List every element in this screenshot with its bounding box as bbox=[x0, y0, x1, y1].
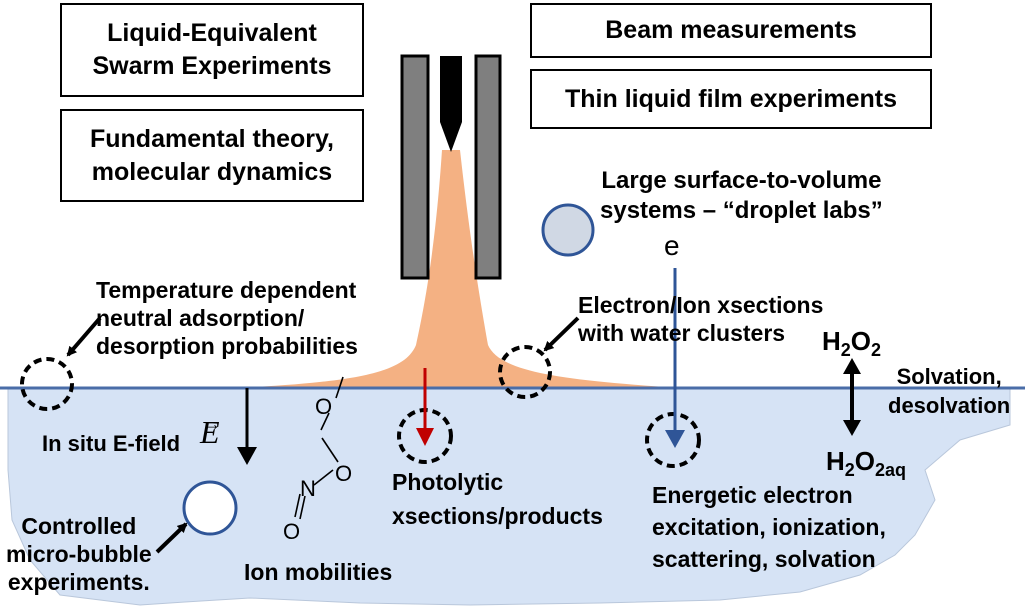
ion-mobilities-label: Ion mobilities bbox=[244, 559, 393, 585]
h2o2-gas-label: H2O2 bbox=[822, 326, 881, 361]
efield-vector-symbol: → E bbox=[200, 414, 221, 448]
photolytic-label: Photolytic xsections/products bbox=[392, 468, 603, 530]
droplet-labs-line-1: Large surface-to-volume bbox=[601, 167, 882, 194]
xsections-label: Electron/Ion xsections with water cluste… bbox=[578, 291, 823, 347]
h2o2-sub-1: 2 bbox=[840, 340, 851, 361]
efield-label: In situ E-field bbox=[42, 431, 181, 456]
dashed-circle-electron bbox=[645, 412, 701, 468]
energetic-line-1: Energetic electron bbox=[652, 482, 853, 508]
temperature-line-3: desorption probabilities bbox=[96, 333, 358, 359]
molecule-atom-o-mid: O bbox=[335, 461, 353, 486]
dashed-circle-surface bbox=[498, 345, 552, 399]
energetic-electron-label: Energetic electron excitation, ionizatio… bbox=[652, 481, 886, 573]
arrow-to-bubble bbox=[155, 522, 188, 554]
h2o2-o: O bbox=[850, 326, 872, 356]
outer-electrode-right bbox=[474, 54, 502, 280]
h2o2aq-sub-1: 2 bbox=[844, 460, 855, 481]
solvation-arrowhead-up bbox=[843, 358, 861, 374]
electron-arrowhead bbox=[665, 430, 685, 448]
swarm-experiments-box: Liquid-Equivalent Swarm Experiments bbox=[60, 3, 364, 97]
micro-bubble bbox=[182, 480, 238, 536]
micro-bubble-line-1: Controlled bbox=[21, 513, 137, 539]
temperature-line-2: neutral adsorption/ bbox=[96, 305, 305, 331]
micro-bubble-label: Controlled micro-bubble experiments. bbox=[6, 512, 152, 596]
plasma-plume bbox=[235, 150, 680, 388]
h2o2-h: H bbox=[822, 326, 841, 356]
molecule-atom-o-top: O bbox=[315, 394, 333, 419]
efield-vector-letter: E bbox=[200, 414, 220, 450]
h2o2aq-o: O bbox=[854, 446, 876, 476]
h2o2-sub-2: 2 bbox=[871, 340, 882, 361]
efield-arrowhead bbox=[237, 447, 257, 465]
theory-box-line-1: Fundamental theory, bbox=[89, 124, 334, 153]
thin-film-box-label: Thin liquid film experiments bbox=[565, 84, 897, 113]
theory-box-line-2: molecular dynamics bbox=[91, 157, 333, 186]
liquid-body bbox=[7, 387, 1011, 606]
efield-vector-arrow: → bbox=[203, 414, 221, 434]
beam-box-label: Beam measurements bbox=[605, 16, 857, 44]
droplet-circle bbox=[541, 203, 595, 257]
molecule-atom-n: N bbox=[300, 476, 316, 501]
xsections-line-2: with water clusters bbox=[578, 320, 786, 346]
solvation-label: Solvation, desolvation bbox=[888, 362, 1010, 420]
temperature-line-1: Temperature dependent bbox=[96, 277, 357, 303]
photolytic-line-2: xsections/products bbox=[392, 503, 603, 529]
dashed-circle-left bbox=[20, 357, 74, 411]
beam-measurements-box: Beam measurements bbox=[530, 3, 932, 58]
energetic-line-2: excitation, ionization, bbox=[652, 514, 886, 540]
temperature-label: Temperature dependent neutral adsorption… bbox=[96, 276, 358, 360]
electron-symbol: e bbox=[664, 230, 680, 261]
h2o2aq-h: H bbox=[826, 446, 845, 476]
h2o2aq-sub-2: 2aq bbox=[875, 460, 907, 481]
droplet-labs-label: Large surface-to-volume systems – “dropl… bbox=[600, 166, 883, 226]
solvation-arrowhead-down bbox=[843, 420, 861, 436]
outer-electrode-left bbox=[400, 54, 430, 280]
theory-box: Fundamental theory, molecular dynamics bbox=[60, 109, 364, 202]
solvation-line-1: Solvation, bbox=[896, 364, 1002, 389]
photon-arrowhead bbox=[416, 428, 434, 446]
micro-bubble-line-3: experiments. bbox=[7, 569, 150, 595]
arrow-to-surface-circle bbox=[543, 316, 580, 352]
micro-bubble-line-2: micro-bubble bbox=[6, 541, 152, 567]
molecule-bonds bbox=[294, 376, 344, 520]
droplet-labs-line-2: systems – “droplet labs” bbox=[600, 197, 883, 224]
xsections-line-1: Electron/Ion xsections bbox=[578, 292, 824, 318]
photolytic-line-1: Photolytic bbox=[392, 469, 504, 495]
swarm-box-line-1: Liquid-Equivalent bbox=[107, 19, 317, 47]
energetic-line-3: scattering, solvation bbox=[652, 546, 876, 572]
molecule-atom-o-bottom: O bbox=[283, 519, 301, 544]
h2o2-aq-label: H2O2aq bbox=[826, 446, 906, 481]
needle-electrode bbox=[440, 56, 462, 152]
solvation-line-2: desolvation bbox=[888, 393, 1011, 418]
swarm-box-line-2: Swarm Experiments bbox=[92, 52, 332, 80]
arrow-to-left-circle bbox=[66, 316, 102, 357]
thin-film-box: Thin liquid film experiments bbox=[530, 69, 932, 129]
